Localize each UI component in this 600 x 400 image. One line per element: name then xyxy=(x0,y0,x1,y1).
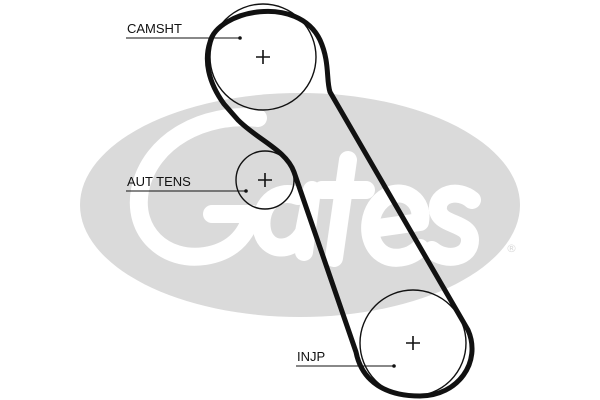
injection-pump-pulley xyxy=(359,289,467,397)
camshaft-leader-dot xyxy=(238,36,242,40)
registered-mark: ® xyxy=(506,242,517,255)
tensioner-pulley-circle xyxy=(235,150,295,210)
camshaft-center-mark xyxy=(256,50,270,64)
tensioner-center-mark xyxy=(258,173,272,187)
injection-pump-pulley-circle xyxy=(359,289,467,397)
camshaft-pulley-circle xyxy=(209,3,317,111)
camshaft-label: CAMSHT xyxy=(127,21,182,36)
camshaft-pulley xyxy=(209,3,317,111)
injection-pump-leader-dot xyxy=(392,364,396,368)
injection-pump-center-mark xyxy=(406,336,420,350)
leader-lines xyxy=(126,36,396,368)
tensioner-pulley xyxy=(235,150,295,210)
watermark-lettering xyxy=(129,108,481,267)
tensioner-label: AUT TENS xyxy=(127,174,191,189)
tensioner-leader-dot xyxy=(244,189,248,193)
gates-watermark: ® xyxy=(80,93,520,317)
injection-pump-label: INJP xyxy=(297,349,325,364)
